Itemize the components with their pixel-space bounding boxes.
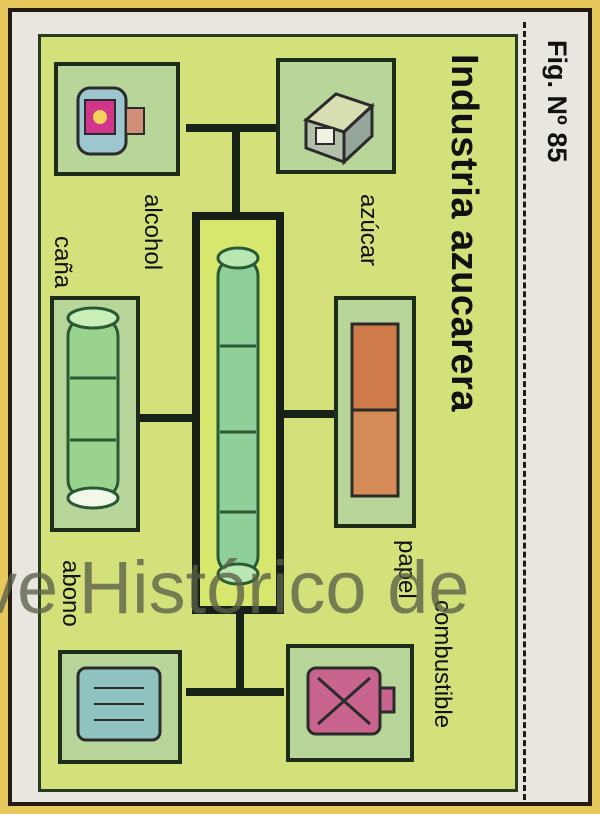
product-node-papel xyxy=(334,296,416,528)
label-alcohol: alcohol xyxy=(138,194,166,270)
connector-top-vertical xyxy=(232,124,240,216)
fuel-can-icon xyxy=(290,648,410,758)
dashed-cut-line xyxy=(523,22,526,800)
product-node-alcohol xyxy=(54,62,180,176)
label-azucar: azúcar xyxy=(354,194,382,266)
figure-label: Fig. Nº 85 xyxy=(541,40,572,162)
connector-middle-right xyxy=(284,410,336,418)
product-node-combustible xyxy=(286,644,414,762)
connector-middle-left xyxy=(140,414,194,422)
watermark-text: ve Histórico de xyxy=(0,545,469,630)
bottle-icon xyxy=(58,66,176,172)
product-node-azucar xyxy=(276,58,396,174)
fertilizer-bag-icon xyxy=(62,654,178,760)
connector-bottom-horizontal xyxy=(186,688,284,696)
cut-cane-icon xyxy=(54,300,136,528)
paper-book-icon xyxy=(338,300,412,524)
product-node-abono xyxy=(58,650,182,764)
diagram-title: Industria azucarera xyxy=(442,54,485,412)
sugar-box-icon xyxy=(280,62,392,170)
product-node-cana xyxy=(50,296,140,532)
label-cana: caña xyxy=(48,236,76,288)
